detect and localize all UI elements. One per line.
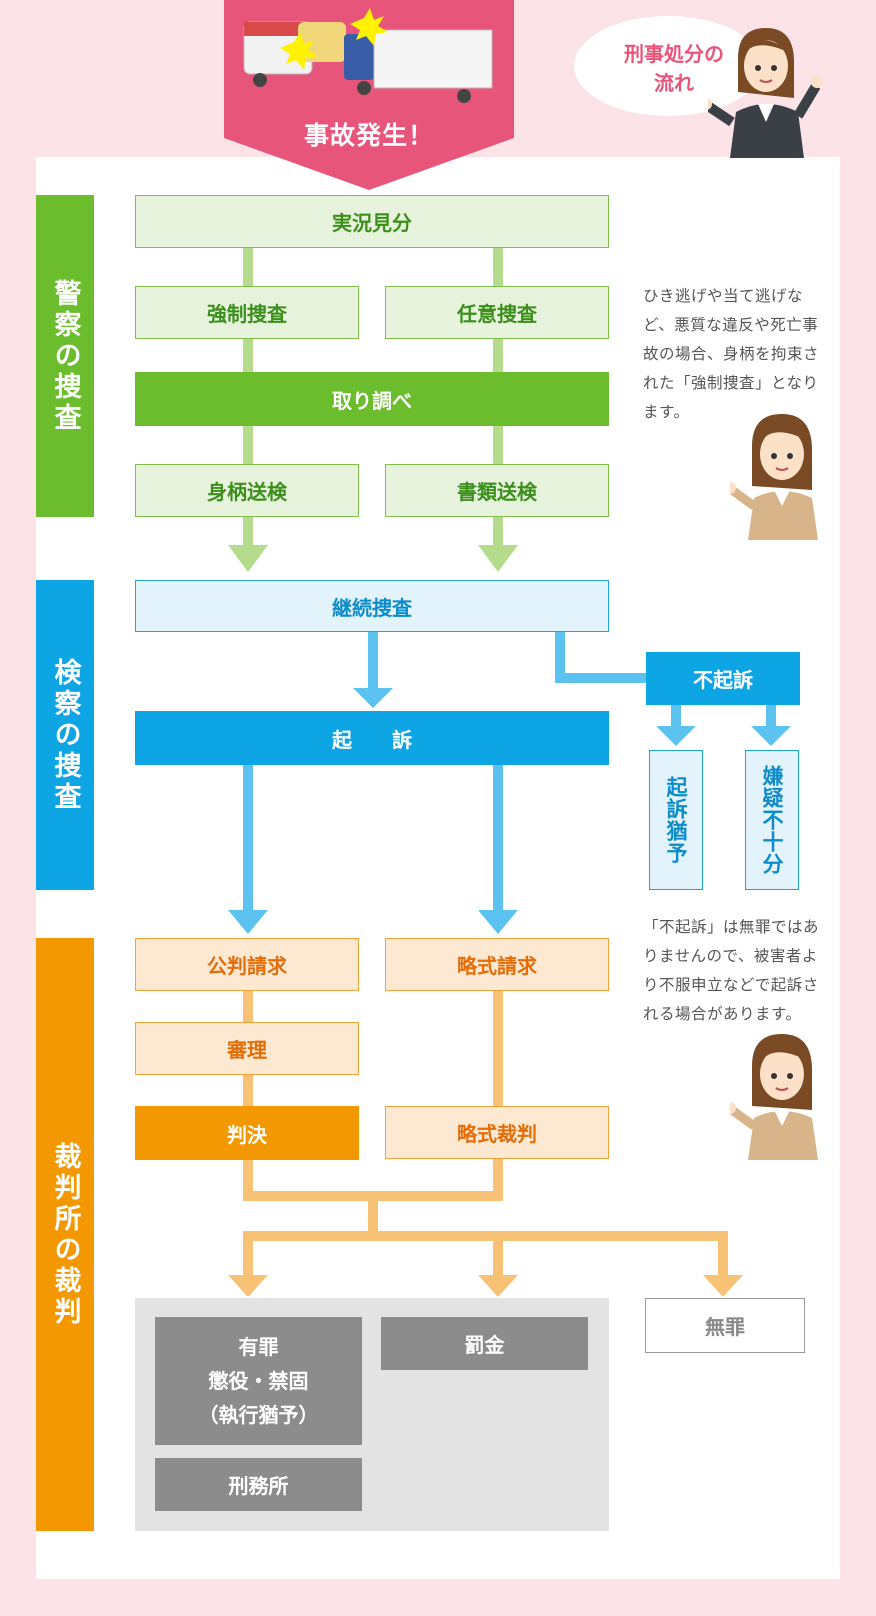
note-compulsory: ひき逃げや当て逃げなど、悪質な違反や死亡事故の場合、身柄を拘束された「強制捜査」… bbox=[643, 287, 820, 421]
box-field-inspection: 実況見分 bbox=[135, 195, 609, 248]
bubble-title: 刑事処分の 流れ bbox=[624, 42, 724, 95]
box-interrogation: 取り調べ bbox=[135, 372, 609, 426]
box-body-referral: 身柄送検 bbox=[135, 464, 359, 517]
box-continued-investigation: 継続捜査 bbox=[135, 580, 609, 632]
box-voluntary-investigation: 任意捜査 bbox=[385, 286, 609, 339]
box-formal-trial-request: 公判請求 bbox=[135, 938, 359, 991]
box-summary-request: 略式請求 bbox=[385, 938, 609, 991]
speech-bubble bbox=[574, 16, 762, 116]
box-hearing: 審理 bbox=[135, 1022, 359, 1075]
note-non-prosecution: 「不起訴」は無罪ではありませんので、被害者より不服申立などで起訴される場合があり… bbox=[643, 918, 820, 1023]
guide-woman-icon bbox=[730, 414, 818, 540]
section-police: 警察の捜査 bbox=[36, 195, 94, 517]
section-prosecutor: 検察の捜査 bbox=[36, 580, 94, 890]
guilty-suspension-label: （執行猶予） bbox=[198, 1403, 319, 1427]
box-prison: 刑務所 bbox=[155, 1458, 362, 1511]
guilty-sentence-label: 懲役・禁固 bbox=[208, 1369, 309, 1393]
accident-banner bbox=[224, 0, 514, 190]
box-non-prosecution: 不起訴 bbox=[646, 652, 800, 705]
box-document-referral: 書類送検 bbox=[385, 464, 609, 517]
banner-title: 事故発生！ bbox=[303, 121, 434, 150]
box-judgment: 判決 bbox=[135, 1106, 359, 1160]
truck-illustration bbox=[243, 8, 493, 103]
box-indictment: 起 訴 bbox=[135, 711, 609, 765]
box-not-guilty: 無罪 bbox=[645, 1298, 805, 1353]
box-summary-judgment: 略式裁判 bbox=[385, 1106, 609, 1159]
box-suspended-prosecution: 起訴猶予 bbox=[649, 750, 703, 890]
box-compulsory-investigation: 強制捜査 bbox=[135, 286, 359, 339]
box-insufficient-suspicion: 嫌疑不十分 bbox=[745, 750, 799, 890]
guilty-label: 有罪 bbox=[238, 1335, 279, 1359]
guide-woman-icon-2 bbox=[730, 1034, 818, 1160]
box-guilty: 有罪 懲役・禁固 （執行猶予） bbox=[155, 1317, 362, 1445]
box-fine: 罰金 bbox=[381, 1317, 588, 1370]
section-court: 裁判所の裁判 bbox=[36, 938, 94, 1531]
presenter-woman-icon bbox=[708, 28, 823, 158]
